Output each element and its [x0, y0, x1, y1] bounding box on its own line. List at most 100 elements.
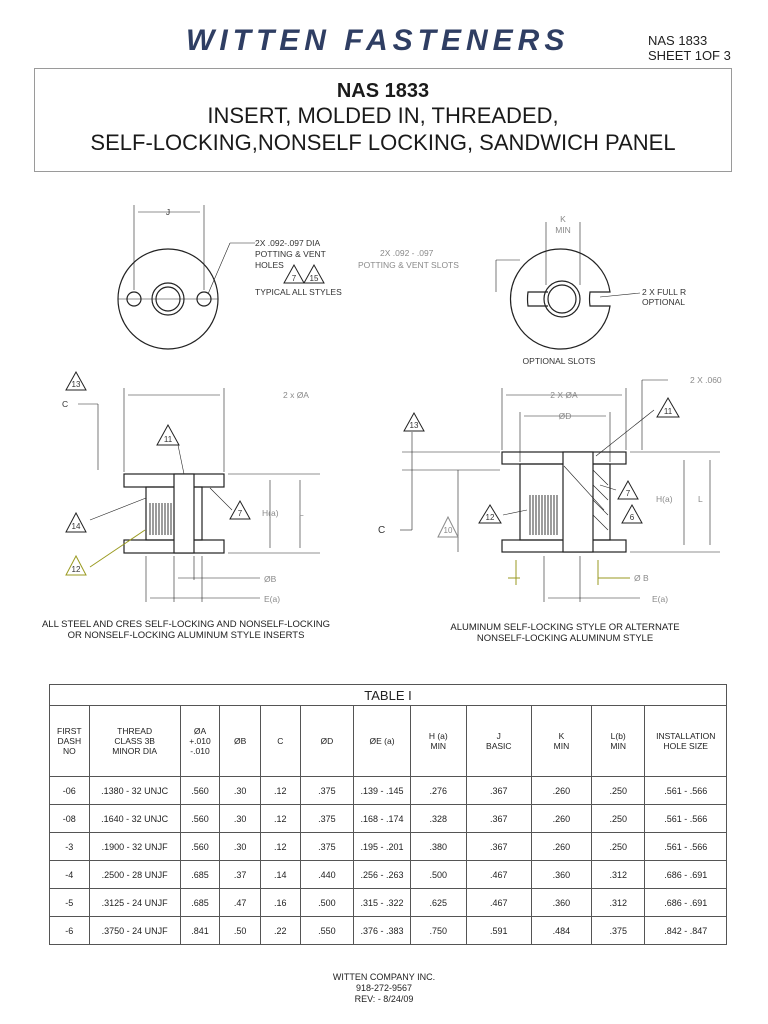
table-cell: .37 [219, 860, 261, 889]
right-caption-line-1: ALUMINUM SELF-LOCKING STYLE OR ALTERNATE [450, 622, 680, 633]
optional-slots-caption: OPTIONAL SLOTS [523, 356, 596, 366]
triangle-7-right: 7 [626, 489, 631, 498]
triangle-7-left: 7 [238, 509, 243, 518]
technical-drawing: J 2X .092-.097 DIA POTTING & VENT HOLES … [62, 205, 722, 604]
table-cell: .375 [590, 916, 646, 945]
table-header-line: L(b) [610, 731, 626, 741]
dim-k-min: MIN [555, 225, 571, 235]
triangle-11-left: 11 [164, 435, 173, 444]
table-header-line: ØA [193, 726, 207, 736]
triangle-7-top: 7 [292, 274, 297, 283]
table-cell: .276 [409, 776, 467, 805]
right-dim-e: E(a) [652, 594, 668, 604]
triangle-10: 10 [444, 526, 453, 535]
table-header-cell: L(b)MIN [590, 705, 646, 777]
table-cell: .250 [590, 832, 646, 861]
table-cell: .30 [219, 832, 261, 861]
table-row: -06.1380 - 32 UNJC.560.30.12.375.139 - .… [49, 776, 727, 805]
table-body: -06.1380 - 32 UNJC.560.30.12.375.139 - .… [49, 776, 727, 945]
right-dim-d: ØD [559, 411, 572, 421]
table-cell: .250 [590, 804, 646, 833]
table-header-cell: C [260, 705, 301, 777]
table-row: -3.1900 - 32 UNJF.560.30.12.375.195 - .2… [49, 832, 727, 861]
footer: WITTEN COMPANY INC. 918-272-9567 REV: - … [0, 972, 768, 1005]
table-cell: .16 [260, 888, 301, 917]
table-header-line: NO [62, 746, 76, 756]
table-cell: .376 - .383 [353, 916, 411, 945]
table-cell: .2500 - 28 UNJF [88, 860, 181, 889]
table-header-line: MINOR DIA [112, 746, 158, 756]
table-cell: .1380 - 32 UNJC [88, 776, 181, 805]
table-cell: -4 [49, 860, 90, 889]
right-dim-060: 2 X .060 [690, 375, 722, 385]
table-cell: .22 [260, 916, 301, 945]
table-cell: .686 - .691 [644, 888, 727, 917]
table-cell: .375 [299, 832, 355, 861]
right-dim-b: Ø B [634, 573, 649, 583]
table-cell: .467 [465, 860, 532, 889]
left-dim-a: 2 x ØA [283, 390, 309, 400]
table-header-line: ØB [234, 736, 247, 746]
company-logo: WITTEN FASTENERS [186, 24, 570, 57]
table-cell: .256 - .263 [353, 860, 411, 889]
hole-note-2: POTTING & VENT [255, 249, 326, 259]
table-cell: .315 - .322 [353, 888, 411, 917]
table-cell: .560 [179, 832, 221, 861]
doc-subtitle-1: INSERT, MOLDED IN, THREADED, [207, 103, 559, 128]
dim-k-label: K [560, 214, 566, 224]
left-dim-h: H(a) [262, 508, 279, 518]
table-row: -4.2500 - 28 UNJF.685.37.14.440.256 - .2… [49, 860, 727, 889]
table-cell: .440 [299, 860, 355, 889]
table-cell: .750 [409, 916, 467, 945]
right-caption-line-2: NONSELF-LOCKING ALUMINUM STYLE [476, 633, 654, 644]
right-dim-l: L [698, 494, 703, 504]
table-row: -08.1640 - 32 UNJC.560.30.12.375.168 - .… [49, 804, 727, 833]
hole-note-1: 2X .092-.097 DIA [255, 238, 321, 248]
table-cell: .561 - .566 [644, 832, 727, 861]
triangle-11-right: 11 [664, 407, 673, 416]
table-cell: .312 [590, 860, 646, 889]
table-cell: .841 [179, 916, 221, 945]
table-cell: -06 [49, 776, 90, 805]
table-cell: -5 [49, 888, 90, 917]
left-caption-line-1: ALL STEEL AND CRES SELF-LOCKING AND NONS… [41, 619, 331, 630]
table-cell: .560 [179, 804, 221, 833]
doc-subtitle-2: SELF-LOCKING,NONSELF LOCKING, SANDWICH P… [90, 130, 676, 155]
table-cell: .14 [260, 860, 301, 889]
slot-note-1: 2X .092 - .097 [380, 248, 434, 258]
table-header-cell: ØE (a) [353, 705, 411, 777]
table-header-cell: ØB [219, 705, 261, 777]
table-header-cell: ØD [299, 705, 355, 777]
table-cell: .50 [219, 916, 261, 945]
table-row: -6.3750 - 24 UNJF.841.50.22.550.376 - .3… [49, 916, 727, 945]
table-cell: .3750 - 24 UNJF [88, 916, 181, 945]
table-cell: .1900 - 32 UNJF [88, 832, 181, 861]
left-dim-l: L [299, 508, 304, 518]
table-header-line: ØD [320, 736, 334, 746]
right-dim-c: C [378, 525, 385, 536]
table-cell: .686 - .691 [644, 860, 727, 889]
left-caption: ALL STEEL AND CRES SELF-LOCKING AND NONS… [36, 619, 336, 641]
table-cell: .375 [299, 776, 355, 805]
table-title: TABLE I [49, 684, 727, 706]
left-dim-b: ØB [264, 574, 277, 584]
slot-note-2: POTTING & VENT SLOTS [358, 260, 459, 270]
typical-all-styles: TYPICAL ALL STYLES [255, 287, 342, 297]
table-cell: .250 [590, 776, 646, 805]
table-cell: .591 [465, 916, 532, 945]
table-cell: .625 [409, 888, 467, 917]
table-header-line: MIN [553, 741, 570, 751]
table-cell: .842 - .847 [644, 916, 727, 945]
table-row: -5.3125 - 24 UNJF.685.47.16.500.315 - .3… [49, 888, 727, 917]
triangle-13-right: 13 [410, 421, 419, 430]
table-cell: .3125 - 24 UNJF [88, 888, 181, 917]
table-cell: .360 [530, 860, 592, 889]
radius-note-2: OPTIONAL [642, 297, 685, 307]
table-cell: .1640 - 32 UNJC [88, 804, 181, 833]
table-cell: .500 [409, 860, 467, 889]
title-block: NAS 1833 INSERT, MOLDED IN, THREADED, SE… [34, 68, 732, 172]
footer-company: WITTEN COMPANY INC. [332, 972, 436, 982]
